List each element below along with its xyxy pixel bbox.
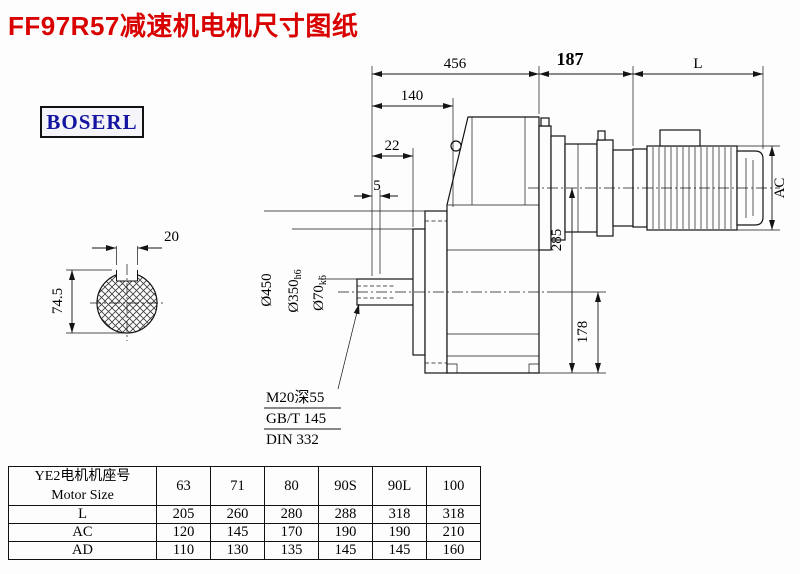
- cell: 110: [156, 541, 211, 560]
- housing-outline: [446, 116, 540, 374]
- table-header-size: 90L: [372, 466, 427, 506]
- input-bolt-1: [540, 117, 550, 127]
- table-header-size: 100: [426, 466, 481, 506]
- cell: 145: [372, 541, 427, 560]
- dim-187-label: 187: [557, 49, 584, 69]
- cell: 145: [210, 523, 265, 542]
- terminal-box: [659, 129, 701, 147]
- table-header-line2: Motor Size: [51, 488, 114, 503]
- housing-foot-left: [447, 363, 458, 373]
- cell: 190: [372, 523, 427, 542]
- dim-178-label: 178: [575, 321, 591, 344]
- table-header-line1: YE2电机机座号: [34, 469, 131, 484]
- table-header-row: YE2电机机座号 Motor Size 63 71 80 90S 90L 100: [8, 466, 481, 506]
- cell: 260: [210, 505, 265, 524]
- cell: 190: [318, 523, 373, 542]
- table-header-size: 90S: [318, 466, 373, 506]
- table-header-size: 80: [264, 466, 319, 506]
- row-label: AD: [8, 541, 157, 560]
- brand-logo-text: BOSERL: [46, 109, 138, 134]
- dim-456-label: 456: [444, 56, 467, 72]
- cell: 280: [264, 505, 319, 524]
- dim-l-label: L: [693, 56, 702, 72]
- keyway-notch: [116, 270, 138, 281]
- motor-size-table: YE2电机机座号 Motor Size 63 71 80 90S 90L 100…: [8, 466, 481, 560]
- detail-dimensions: 20 74.5: [50, 229, 179, 334]
- gear-housing: [446, 116, 540, 374]
- fan-cover: [736, 150, 764, 226]
- brand-logo: BOSERL: [40, 106, 144, 138]
- table-header-size: 63: [156, 466, 211, 506]
- table-row-AC: AC 120 145 170 190 190 210: [8, 523, 481, 542]
- cell: 170: [264, 523, 319, 542]
- dia-70-label: Ø70k6: [311, 275, 329, 311]
- cell: 135: [264, 541, 319, 560]
- top-dimensions: 456 187 L 140 22 5: [354, 49, 764, 276]
- lifting-lug: [450, 140, 462, 152]
- dim-ac-label: AC: [772, 178, 788, 199]
- dim-22-label: 22: [385, 138, 400, 154]
- cell: 210: [426, 523, 481, 542]
- table-header-size: 71: [210, 466, 265, 506]
- cell: 318: [426, 505, 481, 524]
- diameter-labels: Ø450 Ø350h6 Ø70k6: [259, 210, 425, 313]
- row-label: L: [8, 505, 157, 524]
- cell: 160: [426, 541, 481, 560]
- keyway-width-label: 20: [164, 229, 179, 245]
- motor: [632, 129, 764, 231]
- callout-leader-line: [337, 303, 360, 390]
- cell: 318: [372, 505, 427, 524]
- dia-350-label: Ø350h6: [286, 269, 304, 312]
- cell: 130: [210, 541, 265, 560]
- table-row-AD: AD 110 130 135 145 145 160: [8, 541, 481, 560]
- dim-5-label: 5: [373, 178, 381, 194]
- table-row-L: L 205 260 280 288 318 318: [8, 505, 481, 524]
- thread-callout: M20深55 GB/T 145 DIN 332: [264, 303, 360, 448]
- standard-gb-label: GB/T 145: [266, 411, 326, 427]
- thread-callout-label: M20深55: [266, 389, 324, 406]
- housing-foot-right: [528, 363, 539, 373]
- input-bolt-2: [597, 130, 606, 141]
- table-header-motor-size: YE2电机机座号 Motor Size: [8, 466, 157, 506]
- cell: 205: [156, 505, 211, 524]
- vertical-dimensions: 285 178 AC: [539, 145, 788, 374]
- dia-450-label: Ø450: [259, 273, 275, 306]
- page-title: FF97R57减速机电机尺寸图纸: [8, 11, 359, 41]
- shaft-section-detail: [90, 264, 164, 341]
- row-label: AC: [8, 523, 157, 542]
- cell: 145: [318, 541, 373, 560]
- cell: 120: [156, 523, 211, 542]
- dim-285-label: 285: [549, 229, 565, 252]
- technical-drawing: 456 187 L 140 22 5 285 178 AC Ø450 Ø350h…: [50, 49, 788, 448]
- dim-140-label: 140: [401, 88, 424, 104]
- cell: 288: [318, 505, 373, 524]
- bore-height-label: 74.5: [50, 288, 66, 314]
- standard-din-label: DIN 332: [266, 432, 319, 448]
